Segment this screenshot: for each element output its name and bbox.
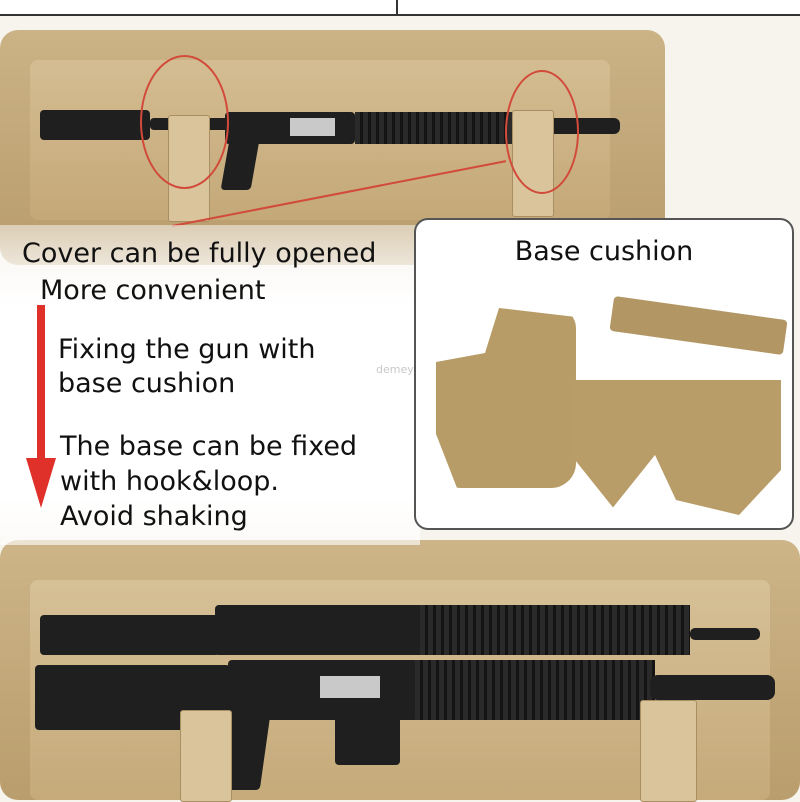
inset-panel-title: Base cushion xyxy=(514,236,694,267)
hook-loop-caption-line2: with hook&loop. xyxy=(60,466,279,497)
lower-rifle-barrel xyxy=(650,675,775,700)
base-cushion-lower-right xyxy=(640,700,697,802)
down-arrow-head-icon xyxy=(26,458,56,508)
rifle-handguard xyxy=(355,112,525,144)
fixing-gun-caption-line2: base cushion xyxy=(58,368,236,399)
down-arrow-icon xyxy=(37,305,45,470)
avoid-shaking-caption: Avoid shaking xyxy=(60,501,248,532)
upper-rifle-stock xyxy=(40,615,220,655)
upper-rifle-receiver xyxy=(215,605,425,655)
upper-rifle-barrel xyxy=(690,628,760,640)
lower-rifle-ejection-port xyxy=(320,676,380,698)
rifle-ejection-port xyxy=(290,118,335,136)
top-image-divider xyxy=(396,0,398,14)
text-background xyxy=(0,225,420,545)
fixing-gun-caption-line1: Fixing the gun with xyxy=(58,334,316,365)
base-cushion-lower-left xyxy=(180,710,232,802)
highlight-circle-left xyxy=(140,55,229,189)
base-cushion-inset-panel: Base cushion xyxy=(414,218,794,530)
more-convenient-caption: More convenient xyxy=(40,275,266,306)
lower-rifle-handguard xyxy=(415,660,655,720)
rifle-stock xyxy=(40,110,150,140)
base-cushion-product-right xyxy=(571,380,781,515)
hook-loop-caption-line1: The base can be fixed xyxy=(60,431,358,462)
cover-opened-caption: Cover can be fully opened xyxy=(22,238,377,269)
hook-loop-strap xyxy=(609,295,788,356)
top-image-border xyxy=(0,0,800,16)
lower-rifle-magazine xyxy=(335,715,400,765)
upper-rifle-handguard xyxy=(420,605,690,655)
highlight-circle-right xyxy=(505,70,579,194)
base-cushion-product-left xyxy=(436,308,576,488)
